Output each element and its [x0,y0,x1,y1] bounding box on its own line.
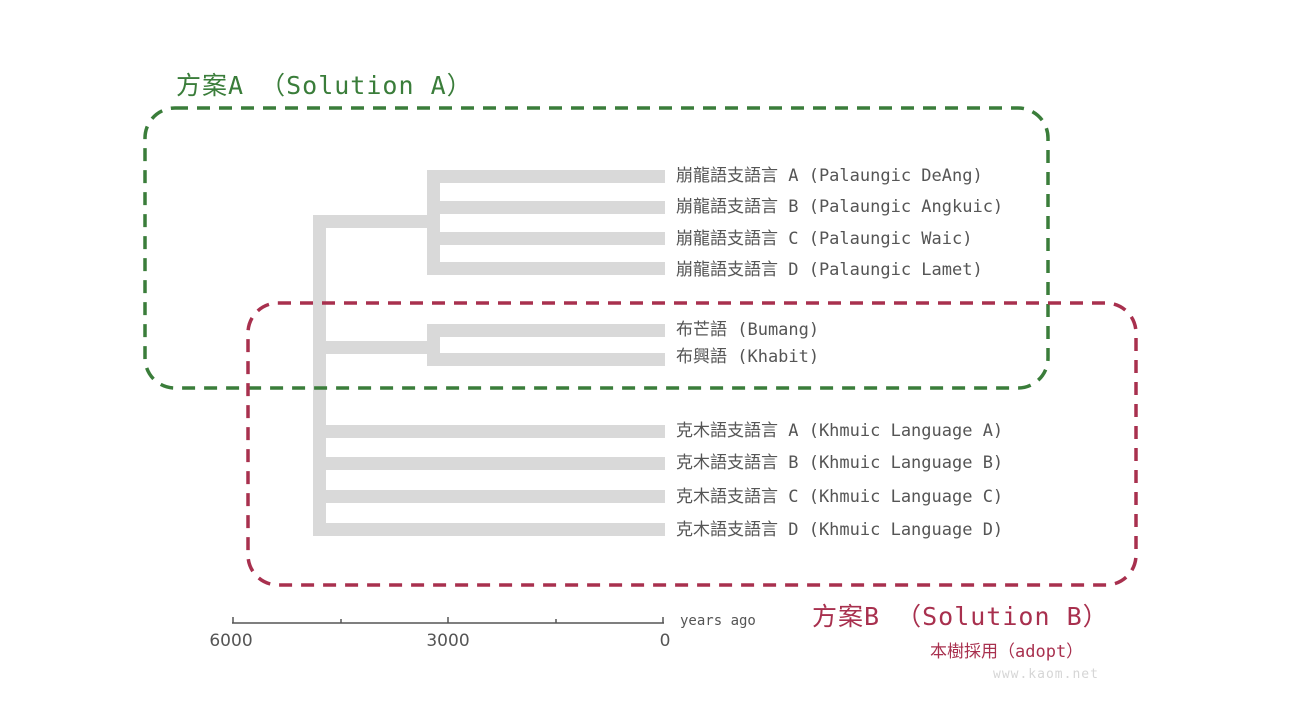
leaf-label-palaungic-a: 崩龍語支語言 A (Palaungic DeAng) [676,166,983,186]
time-axis [232,617,664,624]
leaf-label-khmuic-a: 克木語支語言 A (Khmuic Language A) [676,421,1004,441]
branch-palaungic-b [427,201,665,214]
axis-unit-label: years ago [680,613,756,629]
leaf-label-khmuic-b: 克木語支語言 B (Khmuic Language B) [676,453,1004,473]
root-stem [313,215,326,536]
leaf-label-bumang: 布芒語 (Bumang) [676,320,820,340]
branch-bumang [427,324,665,337]
axis-tick-label-6000: 6000 [209,631,253,651]
tree-branches [313,170,665,536]
branch-khabit [427,353,665,366]
branch-palaungic-a [427,170,665,183]
palaungic-stem [427,170,440,274]
branch-khmuic-d [313,523,665,536]
leaf-label-khmuic-c: 克木語支語言 C (Khmuic Language C) [676,487,1004,507]
mang-connector [313,341,438,354]
watermark: www.kaom.net [993,667,1099,682]
branch-palaungic-c [427,232,665,245]
axis-tick-label-3000: 3000 [426,631,470,651]
leaf-label-palaungic-b: 崩龍語支語言 B (Palaungic Angkuic) [676,197,1004,217]
leaf-label-palaungic-d: 崩龍語支語言 D (Palaungic Lamet) [676,260,983,280]
solution-a-box [143,106,1050,390]
axis-tick-label-0: 0 [659,631,671,651]
branch-khmuic-c [313,490,665,503]
branch-khmuic-a [313,425,665,438]
solution-a-title: 方案A （Solution A） [176,71,473,100]
palaungic-connector [313,215,431,228]
leaf-label-palaungic-c: 崩龍語支語言 C (Palaungic Waic) [676,229,973,249]
solution-b-adopt-note: 本樹採用（adopt） [930,642,1084,662]
branch-khmuic-b [313,457,665,470]
leaf-label-khabit: 布興語 (Khabit) [676,347,820,367]
solution-b-title: 方案B （Solution B） [812,602,1109,631]
leaf-label-khmuic-d: 克木語支語言 D (Khmuic Language D) [676,520,1004,540]
branch-palaungic-d [427,262,665,275]
